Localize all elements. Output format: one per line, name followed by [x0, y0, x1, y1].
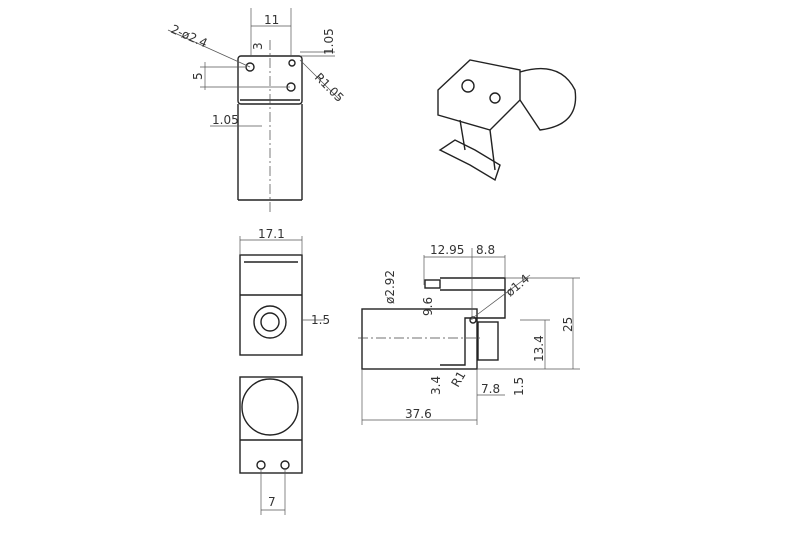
dim-hole-offset: 3 — [251, 42, 265, 50]
dim-pin-dia: ø1.4 — [503, 272, 532, 300]
bottom-view: 7 — [239, 376, 303, 515]
top-view: 2-ø2.4 11 3 1.05 5 R1.05 1.05 — [167, 8, 347, 215]
dim-front-offset: 1.5 — [311, 313, 330, 327]
dim-port-dia: ø2.92 — [383, 270, 397, 304]
dim-bottom-spacing: 7 — [268, 495, 276, 509]
dim-bracket-width: 7.8 — [481, 382, 500, 396]
dim-length: 37.6 — [405, 407, 432, 421]
dim-d2: 8.8 — [476, 243, 495, 257]
dim-wall: 1.05 — [212, 113, 239, 127]
dim-d1: 12.95 — [430, 243, 464, 257]
dim-width: 11 — [264, 13, 279, 27]
dim-height: 25 — [561, 317, 575, 332]
dim-radius-r1: R1 — [448, 369, 468, 390]
dim-port-height: 9.6 — [421, 297, 435, 316]
dim-top-gap: 1.05 — [322, 28, 336, 55]
dim-bracket-thickness: 1.5 — [512, 377, 526, 396]
dim-radius: R1.05 — [312, 70, 347, 105]
dim-hole-spacing: 5 — [191, 72, 205, 80]
dim-bracket-offset: 3.4 — [429, 376, 443, 395]
front-view: 17.1 1.5 — [239, 227, 330, 356]
side-view: 12.95 8.8 ø2.92 9.6 ø1.4 25 13.4 3.4 R1 … — [358, 243, 580, 425]
dim-bracket-height: 13.4 — [532, 335, 546, 362]
isometric-view — [437, 59, 577, 182]
dim-holes: 2-ø2.4 — [169, 22, 210, 50]
dim-front-width: 17.1 — [258, 227, 285, 241]
